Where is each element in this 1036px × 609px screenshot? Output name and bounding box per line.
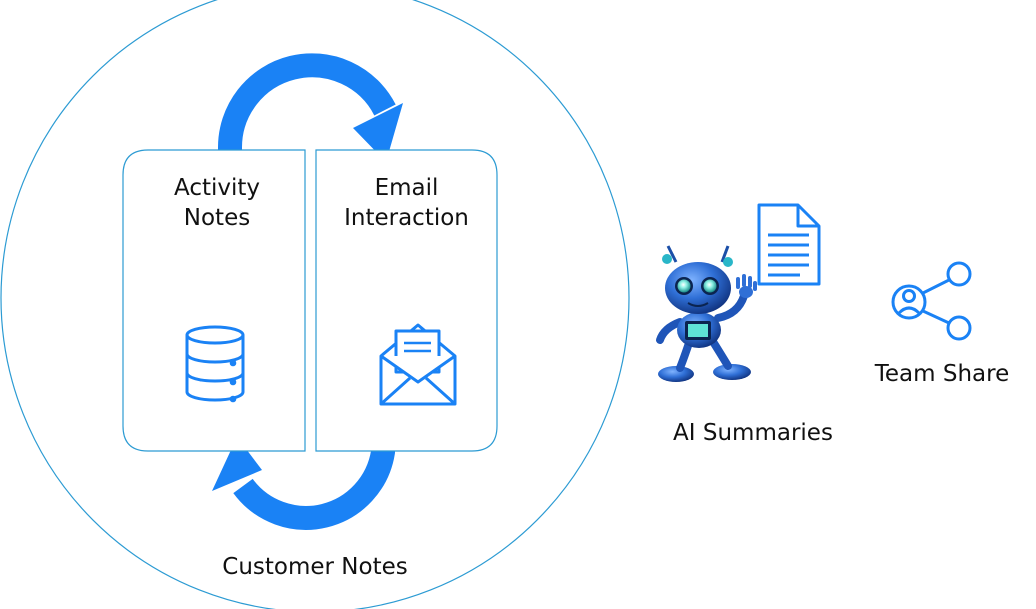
activity-notes-line1: Activity [173, 175, 260, 201]
customer-notes-label: Customer Notes [222, 554, 408, 580]
envelope-open-icon [379, 323, 457, 406]
cycle-circle [0, 0, 630, 609]
email-interaction-line2: Interaction [344, 205, 469, 231]
robot-icon [656, 245, 757, 382]
email-interaction-line1: Email [374, 175, 439, 201]
activity-notes-label: Activity Notes [123, 173, 311, 233]
bottom-cycle-arrow [212, 437, 395, 530]
top-cycle-arrow [217, 53, 403, 162]
activity-notes-panel [122, 149, 306, 452]
document-icon [757, 203, 821, 286]
activity-notes-line2: Notes [183, 205, 251, 231]
database-icon [185, 325, 245, 403]
email-interaction-panel [315, 149, 498, 452]
team-share-label: Team Share [874, 361, 1010, 387]
email-interaction-label: Email Interaction [316, 173, 497, 233]
ai-summaries-label: AI Summaries [673, 420, 833, 446]
share-user-icon [891, 261, 972, 341]
